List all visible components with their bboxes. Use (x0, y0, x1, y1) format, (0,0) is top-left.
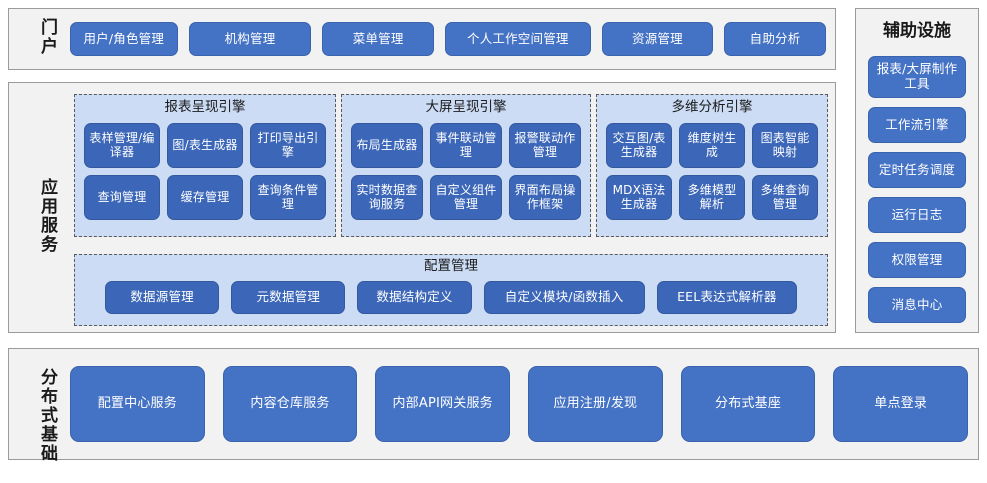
configuration-management-title: 配置管理 (424, 258, 478, 274)
portal-button-menu-management[interactable]: 菜单管理 (322, 22, 434, 56)
application-services-label: 应用服务 (37, 178, 57, 254)
engine-item-chart-table-generator[interactable]: 图/表生成器 (167, 122, 243, 168)
report-rendering-engine-panel: 报表呈现引擎 表样管理/编译器 图/表生成器 打印导出引擎 查询管理 缓存管理 … (74, 94, 336, 237)
engine-item-query-condition-management[interactable]: 查询条件管理 (250, 174, 326, 220)
engine-item-realtime-data-query-service[interactable]: 实时数据查询服务 (351, 174, 423, 220)
engine-item-multidimensional-query-management[interactable]: 多维查询管理 (752, 174, 818, 220)
portal-button-self-service-analysis[interactable]: 自助分析 (724, 22, 826, 56)
aux-item-message-center[interactable]: 消息中心 (868, 287, 966, 323)
bigscreen-rendering-engine-title: 大屏呈现引擎 (425, 99, 507, 115)
portal-button-user-role-management[interactable]: 用户/角色管理 (70, 22, 178, 56)
engine-item-ui-layout-operation-framework[interactable]: 界面布局操作框架 (509, 174, 581, 220)
distributed-infrastructure-row: 配置中心服务 内容仓库服务 内部API网关服务 应用注册/发现 分布式基座 单点… (70, 365, 969, 443)
aux-item-scheduled-task-scheduler[interactable]: 定时任务调度 (868, 152, 966, 188)
aux-item-permission-management[interactable]: 权限管理 (868, 242, 966, 278)
engine-item-interactive-chart-table-generator[interactable]: 交互图/表生成器 (606, 122, 672, 168)
engine-item-multidimensional-model-parsing[interactable]: 多维模型解析 (679, 174, 745, 220)
engine-item-template-management-compiler[interactable]: 表样管理/编译器 (84, 122, 160, 168)
dist-item-content-repository-service[interactable]: 内容仓库服务 (222, 366, 358, 442)
bigscreen-rendering-engine-grid: 布局生成器 事件联动管理 报警联动作管理 实时数据查询服务 自定义组件管理 界面… (342, 115, 590, 229)
report-rendering-engine-grid: 表样管理/编译器 图/表生成器 打印导出引擎 查询管理 缓存管理 查询条件管理 (75, 115, 335, 229)
multidimensional-analysis-engine-title: 多维分析引擎 (671, 99, 753, 115)
engine-item-custom-component-management[interactable]: 自定义组件管理 (430, 174, 502, 220)
portal-button-org-management[interactable]: 机构管理 (188, 22, 312, 56)
engine-item-print-export-engine[interactable]: 打印导出引擎 (250, 122, 326, 168)
aux-item-workflow-engine[interactable]: 工作流引擎 (868, 107, 966, 143)
engine-item-alarm-linkage-action-management[interactable]: 报警联动作管理 (509, 122, 581, 168)
multidimensional-analysis-engine-grid: 交互图/表生成器 维度树生成 图表智能映射 MDX语法生成器 多维模型解析 多维… (597, 115, 827, 229)
bigscreen-rendering-engine-panel: 大屏呈现引擎 布局生成器 事件联动管理 报警联动作管理 实时数据查询服务 自定义… (341, 94, 591, 237)
aux-item-runtime-log[interactable]: 运行日志 (868, 197, 966, 233)
engine-item-dimension-tree-generation[interactable]: 维度树生成 (679, 122, 745, 168)
config-item-eel-expression-parser[interactable]: EEL表达式解析器 (656, 280, 797, 314)
dist-item-distributed-foundation[interactable]: 分布式基座 (680, 366, 816, 442)
config-item-data-structure-definition[interactable]: 数据结构定义 (357, 280, 472, 314)
dist-item-internal-api-gateway-service[interactable]: 内部API网关服务 (375, 366, 511, 442)
auxiliary-facilities-title: 辅助设施 (883, 21, 951, 41)
configuration-management-row: 数据源管理 元数据管理 数据结构定义 自定义模块/函数插入 EEL表达式解析器 (75, 274, 827, 314)
portal-button-personal-workspace-management[interactable]: 个人工作空间管理 (444, 22, 591, 56)
multidimensional-analysis-engine-panel: 多维分析引擎 交互图/表生成器 维度树生成 图表智能映射 MDX语法生成器 多维… (596, 94, 828, 237)
engine-item-query-management[interactable]: 查询管理 (84, 174, 160, 220)
config-item-datasource-management[interactable]: 数据源管理 (105, 280, 220, 314)
configuration-management-panel: 配置管理 数据源管理 元数据管理 数据结构定义 自定义模块/函数插入 EEL表达… (74, 254, 828, 326)
portal-button-resource-management[interactable]: 资源管理 (601, 22, 714, 56)
distributed-infrastructure-label: 分布式基础 (37, 368, 57, 463)
engine-item-event-linkage-management[interactable]: 事件联动管理 (430, 122, 502, 168)
report-rendering-engine-title: 报表呈现引擎 (164, 99, 246, 115)
engine-item-cache-management[interactable]: 缓存管理 (167, 174, 243, 220)
aux-item-report-bigscreen-authoring-tool[interactable]: 报表/大屏制作工具 (868, 56, 966, 98)
dist-item-config-center-service[interactable]: 配置中心服务 (70, 366, 205, 442)
portal-section-label: 门户 (37, 18, 57, 56)
config-item-custom-module-function-insertion[interactable]: 自定义模块/函数插入 (483, 280, 645, 314)
dist-item-app-registration-discovery[interactable]: 应用注册/发现 (528, 366, 663, 442)
engine-item-layout-generator[interactable]: 布局生成器 (351, 122, 423, 168)
engine-item-chart-intelligent-mapping[interactable]: 图表智能映射 (752, 122, 818, 168)
dist-item-single-sign-on[interactable]: 单点登录 (833, 366, 969, 442)
config-item-metadata-management[interactable]: 元数据管理 (231, 280, 346, 314)
portal-button-row: 用户/角色管理 机构管理 菜单管理 个人工作空间管理 资源管理 自助分析 (70, 20, 826, 58)
engine-item-mdx-syntax-generator[interactable]: MDX语法生成器 (606, 174, 672, 220)
auxiliary-facilities-list: 报表/大屏制作工具 工作流引擎 定时任务调度 运行日志 权限管理 消息中心 (868, 56, 966, 323)
